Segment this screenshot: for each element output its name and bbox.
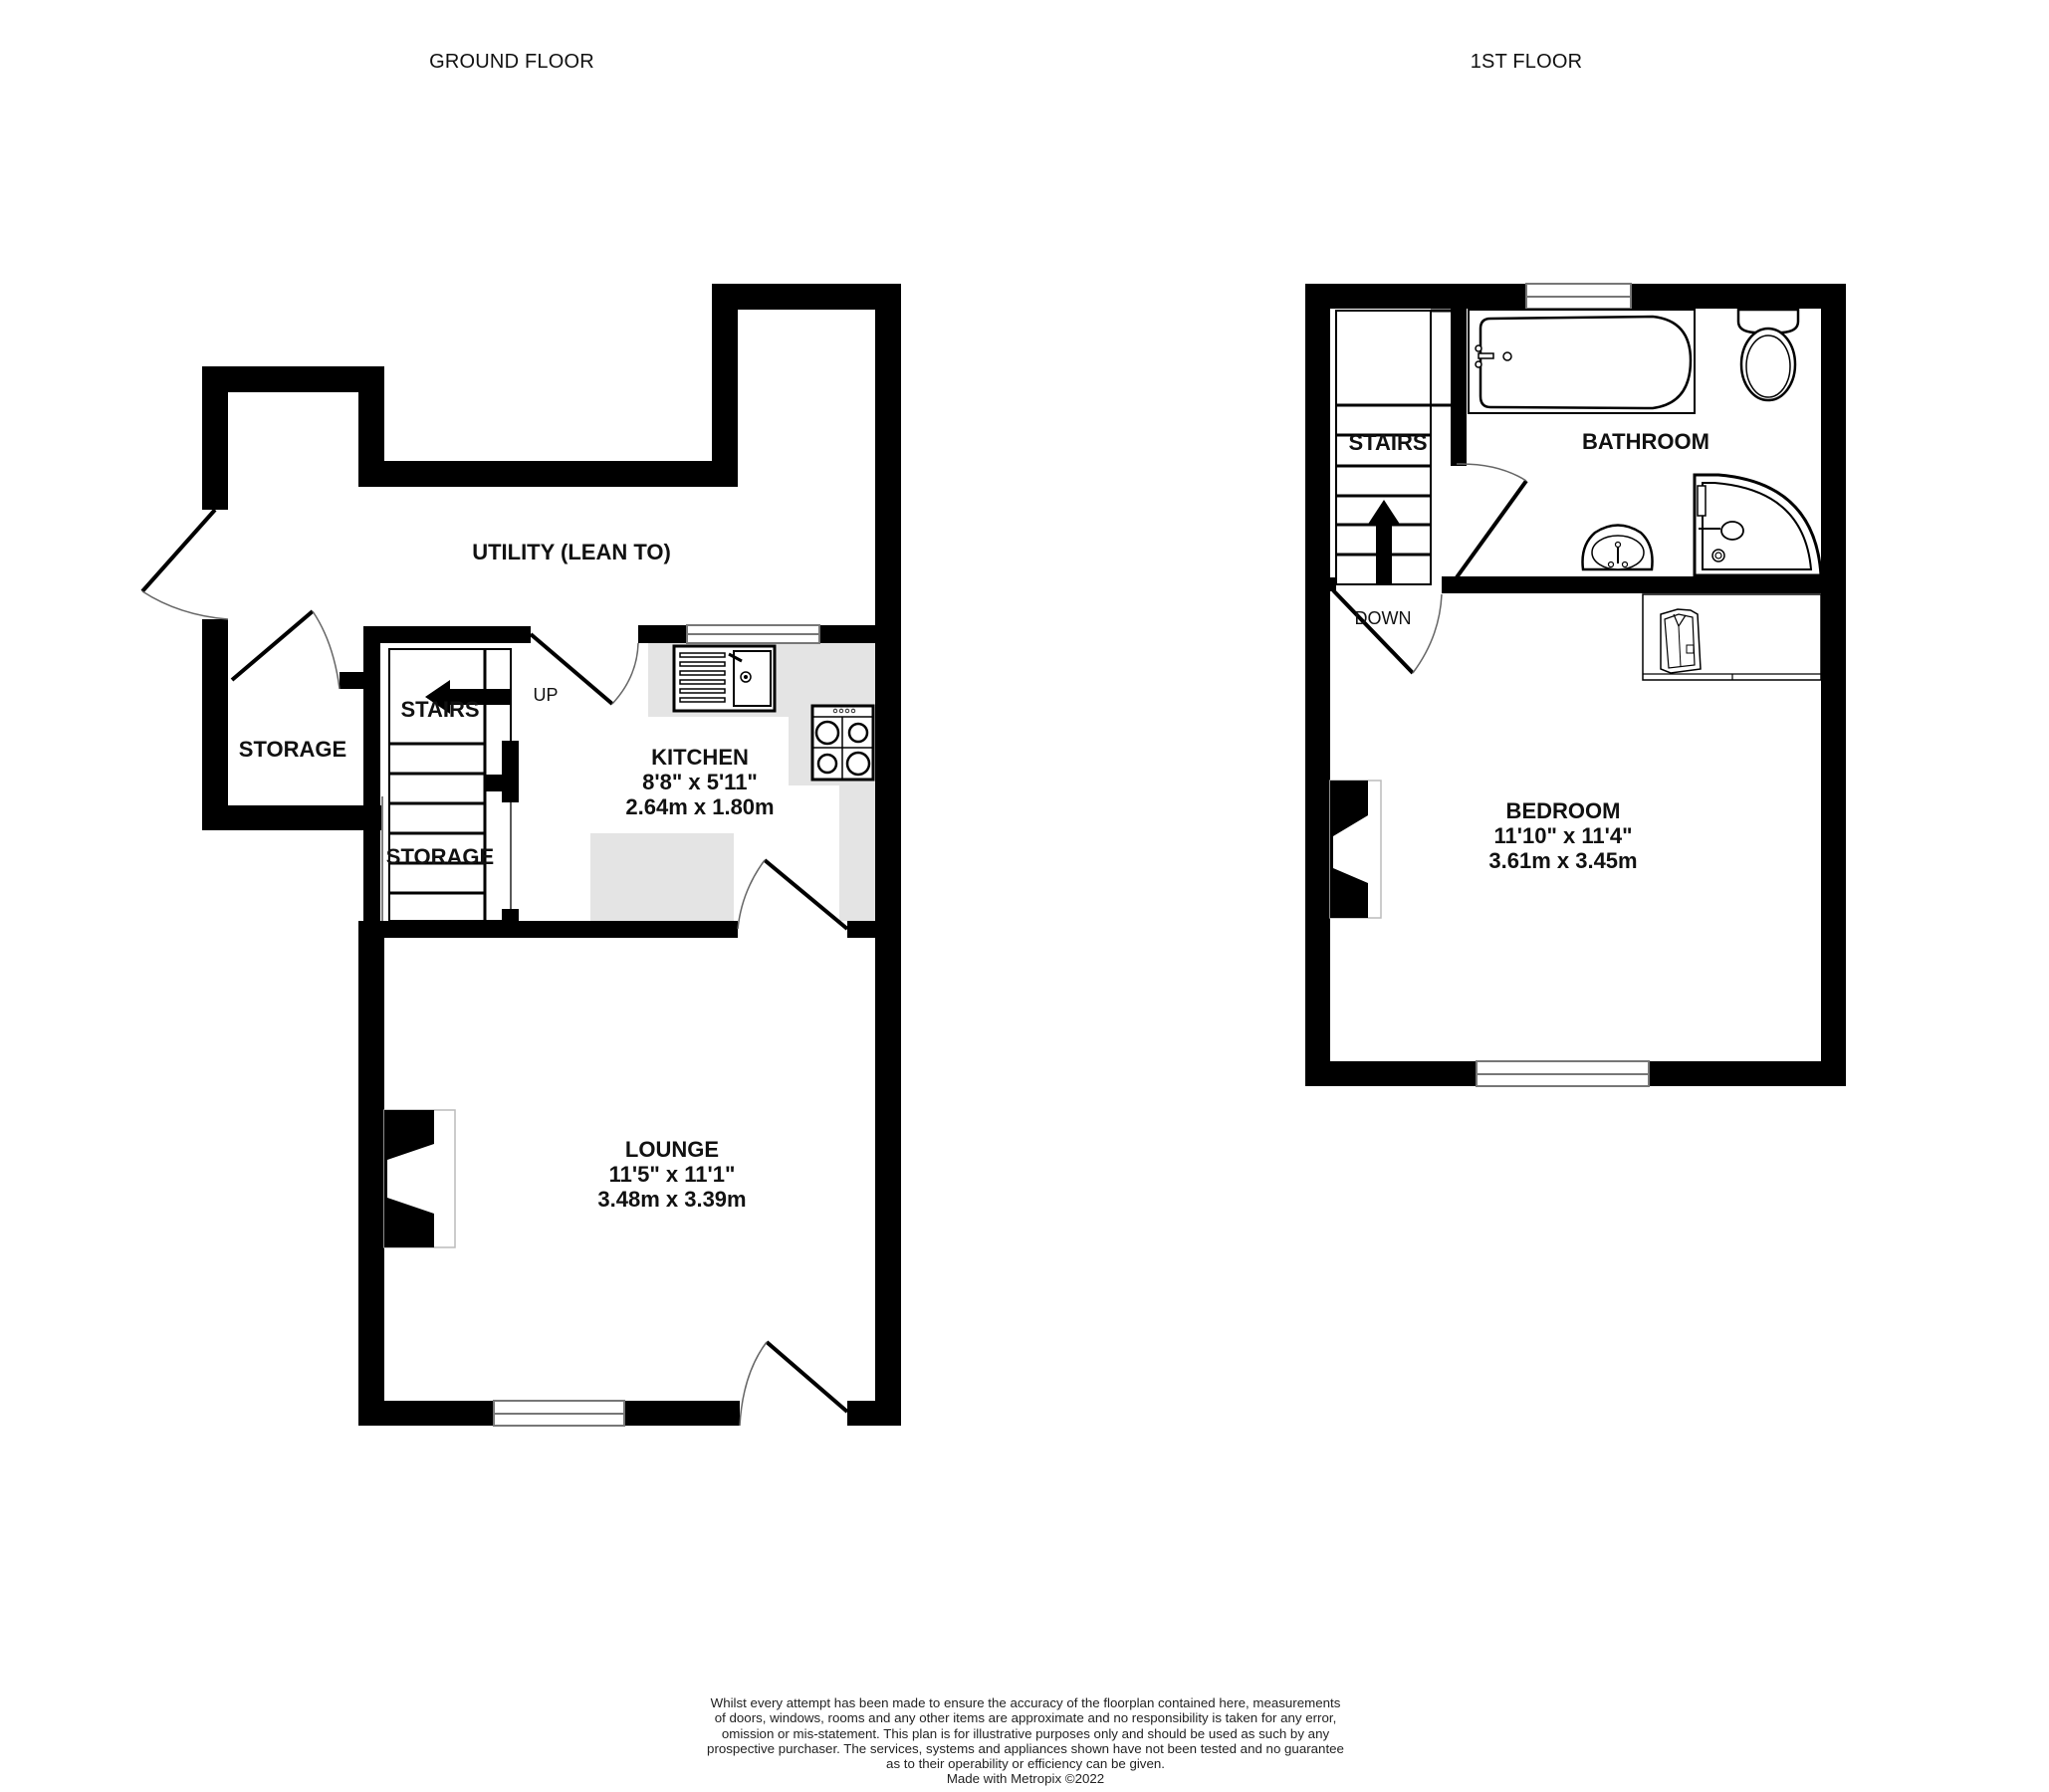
bedroom-door-icon[interactable] (1331, 588, 1443, 675)
toilet-icon (1736, 308, 1800, 402)
stairs-direction-down: DOWN (1354, 608, 1412, 628)
room-dimensions-imperial: 8'8" x 5'11" (642, 770, 758, 794)
room-dimensions-metric: 2.64m x 1.80m (625, 794, 775, 819)
disclaimer-line: prospective purchaser. The services, sys… (707, 1740, 1344, 1756)
disclaimer-line: of doors, windows, rooms and any other i… (714, 1710, 1337, 1726)
room-name: STAIRS (1348, 430, 1428, 455)
room-dimensions-metric: 3.48m x 3.39m (597, 1187, 747, 1212)
stairs-arrow-icon (425, 680, 511, 714)
room-label-storage-under-stairs: STORAGE (386, 844, 494, 869)
ground-floor-title: GROUND FLOOR (429, 51, 594, 73)
window-icon (1525, 283, 1632, 310)
disclaimer-line: Whilst every attempt has been made to en… (710, 1695, 1341, 1710)
room-label-storage: STORAGE (239, 737, 346, 762)
ground-floor-plan (140, 284, 901, 1427)
disclaimer-line: omission or mis-statement. This plan is … (721, 1725, 1330, 1741)
disclaimer: Whilst every attempt has been made to en… (647, 1695, 1404, 1787)
room-label-utility: UTILITY (LEAN TO) (472, 540, 671, 564)
room-label-lounge: LOUNGE 11'5" x 11'1" 3.48m x 3.39m (597, 1137, 746, 1212)
first-floor-plan (1305, 283, 1846, 1087)
room-label-stairs: STAIRS (400, 697, 479, 722)
ground-floor-walls (202, 284, 901, 1426)
sink-icon (672, 644, 777, 713)
window-icon (686, 624, 820, 644)
room-name: STORAGE (238, 737, 347, 762)
ground-stairs-icon (381, 648, 512, 922)
room-dimensions-metric: 3.61m x 3.45m (1488, 848, 1638, 873)
bath-icon (1468, 309, 1696, 414)
stairs-direction-up: UP (533, 685, 559, 705)
fireplace-icon (383, 1109, 456, 1248)
room-name: STAIRS (400, 697, 480, 722)
basin-icon (1581, 524, 1654, 571)
hob-icon (810, 704, 875, 782)
window-icon (1476, 1060, 1650, 1087)
room-name: UTILITY (LEAN TO) (472, 540, 671, 564)
room-name: BEDROOM (1505, 798, 1621, 823)
wardrobe-icon (1642, 593, 1822, 681)
room-dimensions-imperial: 11'5" x 11'1" (608, 1162, 736, 1187)
lounge-front-door-icon[interactable] (739, 1340, 849, 1427)
stairs-arrow-icon (1367, 500, 1401, 584)
storage-door-icon[interactable] (230, 609, 341, 690)
room-name: KITCHEN (651, 745, 749, 770)
utility-external-door-icon[interactable] (140, 508, 229, 620)
kitchen-lounge-door-icon[interactable] (737, 858, 849, 931)
room-name: LOUNGE (624, 1137, 720, 1162)
metropix-credit: Made with Metropix ©2022 (946, 1771, 1105, 1787)
shower-icon (1693, 473, 1823, 577)
room-label-kitchen: KITCHEN 8'8" x 5'11" 2.64m x 1.80m (625, 745, 774, 819)
room-dimensions-imperial: 11'10" x 11'4" (1493, 823, 1633, 848)
room-name: STORAGE (385, 844, 495, 869)
kitchen-door-icon[interactable] (529, 632, 639, 706)
room-label-stairs-first: STAIRS (1348, 430, 1427, 455)
room-name: BATHROOM (1582, 429, 1709, 454)
bathroom-door-icon[interactable] (1455, 463, 1528, 579)
room-label-bedroom: BEDROOM 11'10" x 11'4" 3.61m x 3.45m (1488, 798, 1637, 873)
room-label-bathroom: BATHROOM (1582, 429, 1709, 454)
first-floor-title: 1ST FLOOR (1470, 51, 1583, 73)
window-icon (493, 1400, 625, 1427)
disclaimer-line: as to their operability or efficiency ca… (886, 1756, 1165, 1772)
fireplace-icon (1329, 780, 1382, 919)
